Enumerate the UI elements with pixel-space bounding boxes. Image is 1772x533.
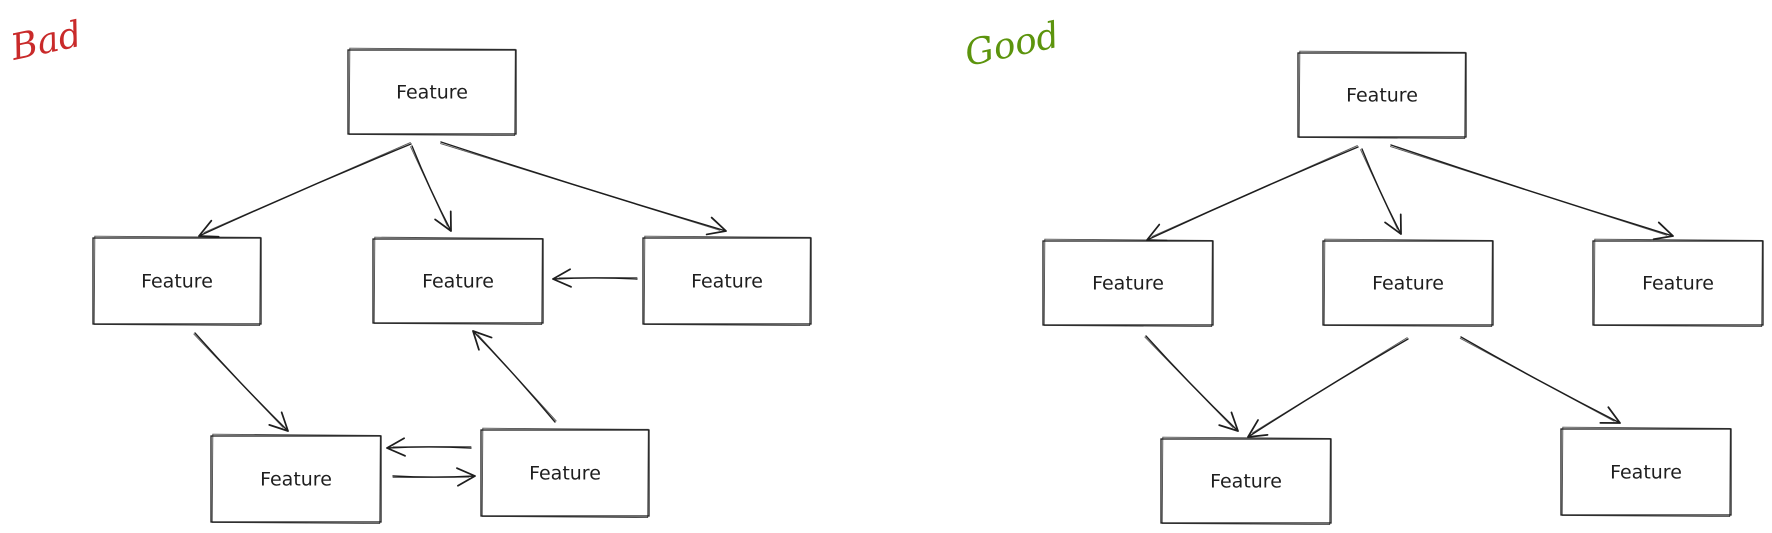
feature-label: Feature	[529, 463, 601, 485]
feature-box	[1042, 240, 1214, 326]
edge-g_top-to-g_left	[1146, 146, 1359, 242]
feature-box-sketch	[1043, 238, 1213, 328]
edge-b_top-to-b_right	[440, 141, 727, 236]
feature-box-sketch	[1161, 436, 1331, 526]
feature-label: Feature	[1372, 273, 1444, 295]
panel-title-good: Good	[961, 15, 1063, 75]
edge-sketch-stroke	[477, 334, 557, 422]
edge-b_br-to-b_mid	[472, 330, 556, 423]
feature-node-g_top: Feature	[1297, 50, 1467, 140]
feature-node-b_left: Feature	[92, 235, 262, 327]
feature-box-sketch	[643, 235, 811, 327]
edge-sketch-stroke	[203, 142, 411, 233]
feature-box	[1160, 438, 1332, 524]
feature-node-g_left: Feature	[1042, 238, 1214, 328]
edge-b_top-to-b_left	[198, 143, 412, 238]
edge-sketch-stroke	[440, 143, 721, 231]
edge-sketch-stroke	[1151, 145, 1358, 237]
feature-box-sketch	[1323, 238, 1493, 328]
edge-sketch-stroke	[193, 333, 284, 428]
edge-g_mid-to-g_bl	[1247, 338, 1409, 438]
feature-box	[372, 238, 544, 324]
edge-sketch-stroke	[1360, 149, 1398, 230]
feature-box	[92, 237, 262, 325]
feature-box-sketch	[1298, 50, 1466, 140]
feature-box	[1297, 52, 1467, 138]
feature-box-sketch	[93, 235, 261, 327]
feature-node-g_right: Feature	[1592, 238, 1764, 328]
edge-sketch-stroke	[1144, 336, 1234, 428]
edge-sketch-stroke	[410, 146, 448, 227]
edges-bad	[193, 141, 727, 487]
edge-b_top-to-b_mid	[411, 145, 452, 232]
edge-g_left-to-g_bl	[1145, 335, 1239, 432]
feature-box	[480, 429, 650, 517]
feature-label: Feature	[1610, 462, 1682, 484]
feature-box	[1592, 240, 1764, 326]
edge-sketch-stroke	[1252, 337, 1408, 434]
edge-sketch-stroke	[1459, 337, 1615, 422]
feature-label: Feature	[691, 271, 763, 293]
feature-node-b_right: Feature	[642, 235, 812, 327]
feature-node-b_top: Feature	[347, 47, 517, 137]
feature-node-b_bl: Feature	[210, 433, 382, 525]
feature-label: Feature	[1092, 273, 1164, 295]
edge-g_mid-to-g_br	[1460, 336, 1621, 424]
feature-box	[642, 237, 812, 325]
feature-box-sketch	[1593, 238, 1763, 328]
panel-title-bad: Bad	[6, 14, 85, 69]
feature-box-sketch	[373, 236, 543, 326]
feature-box-sketch	[211, 433, 381, 525]
feature-box	[1560, 428, 1732, 516]
feature-label: Feature	[1210, 471, 1282, 493]
feature-box	[210, 435, 382, 523]
edge-sketch-stroke	[1390, 146, 1668, 236]
feature-box-sketch	[481, 427, 649, 519]
edges-good	[1144, 144, 1674, 438]
feature-box-sketch	[348, 47, 516, 137]
feature-box-sketch	[1561, 426, 1731, 518]
feature-node-g_mid: Feature	[1322, 238, 1494, 328]
feature-node-b_br: Feature	[480, 427, 650, 519]
feature-node-g_bl: Feature	[1160, 436, 1332, 526]
feature-node-g_br: Feature	[1560, 426, 1732, 518]
feature-label: Feature	[1346, 85, 1418, 107]
feature-label: Feature	[260, 469, 332, 491]
edge-g_top-to-g_mid	[1361, 148, 1402, 235]
feature-label: Feature	[422, 271, 494, 293]
feature-label: Feature	[141, 271, 213, 293]
feature-node-b_mid: Feature	[372, 236, 544, 326]
feature-label: Feature	[1642, 273, 1714, 295]
edge-g_top-to-g_right	[1390, 144, 1674, 241]
edge-b_left-to-b_bl	[194, 332, 289, 432]
feature-box	[1322, 240, 1494, 326]
feature-box	[347, 49, 517, 135]
feature-label: Feature	[396, 82, 468, 104]
